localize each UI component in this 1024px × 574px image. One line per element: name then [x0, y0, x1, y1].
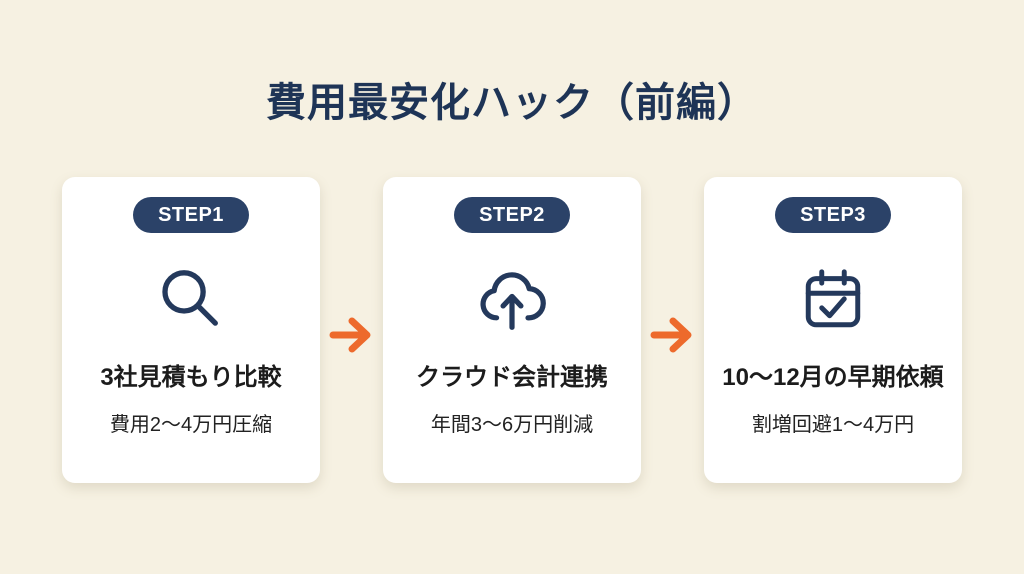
step-card-1: STEP1 3社見積もり比較 費用2〜4万円圧縮 — [62, 177, 320, 483]
step-card-2: STEP2 クラウド会計連携 年間3〜6万円削減 — [383, 177, 641, 483]
step3-subtitle: 割増回避1〜4万円 — [751, 414, 915, 436]
magnifier-icon — [154, 259, 228, 341]
steps-row: STEP1 3社見積もり比較 費用2〜4万円圧縮 STEP2 クラウド会計連 — [0, 177, 1024, 483]
step2-subtitle: 年間3〜6万円削減 — [430, 414, 594, 436]
step2-badge: STEP2 — [454, 197, 570, 233]
calendar-check-icon — [797, 259, 869, 341]
step2-title: クラウド会計連携 — [416, 364, 608, 391]
step3-title: 10〜12月の早期依頼 — [722, 364, 944, 391]
step1-subtitle: 費用2〜4万円圧縮 — [109, 414, 273, 436]
step1-badge: STEP1 — [133, 197, 249, 233]
step3-badge: STEP3 — [775, 197, 891, 233]
page-title: 費用最安化ハック（前編） — [266, 81, 758, 125]
arrow-right-icon — [641, 315, 704, 355]
cloud-upload-icon — [474, 259, 550, 341]
step1-title: 3社見積もり比較 — [100, 364, 282, 391]
arrow-right-icon — [320, 315, 383, 355]
step-card-3: STEP3 10〜12月の早期依頼 割増回避1〜4万円 — [704, 177, 962, 483]
